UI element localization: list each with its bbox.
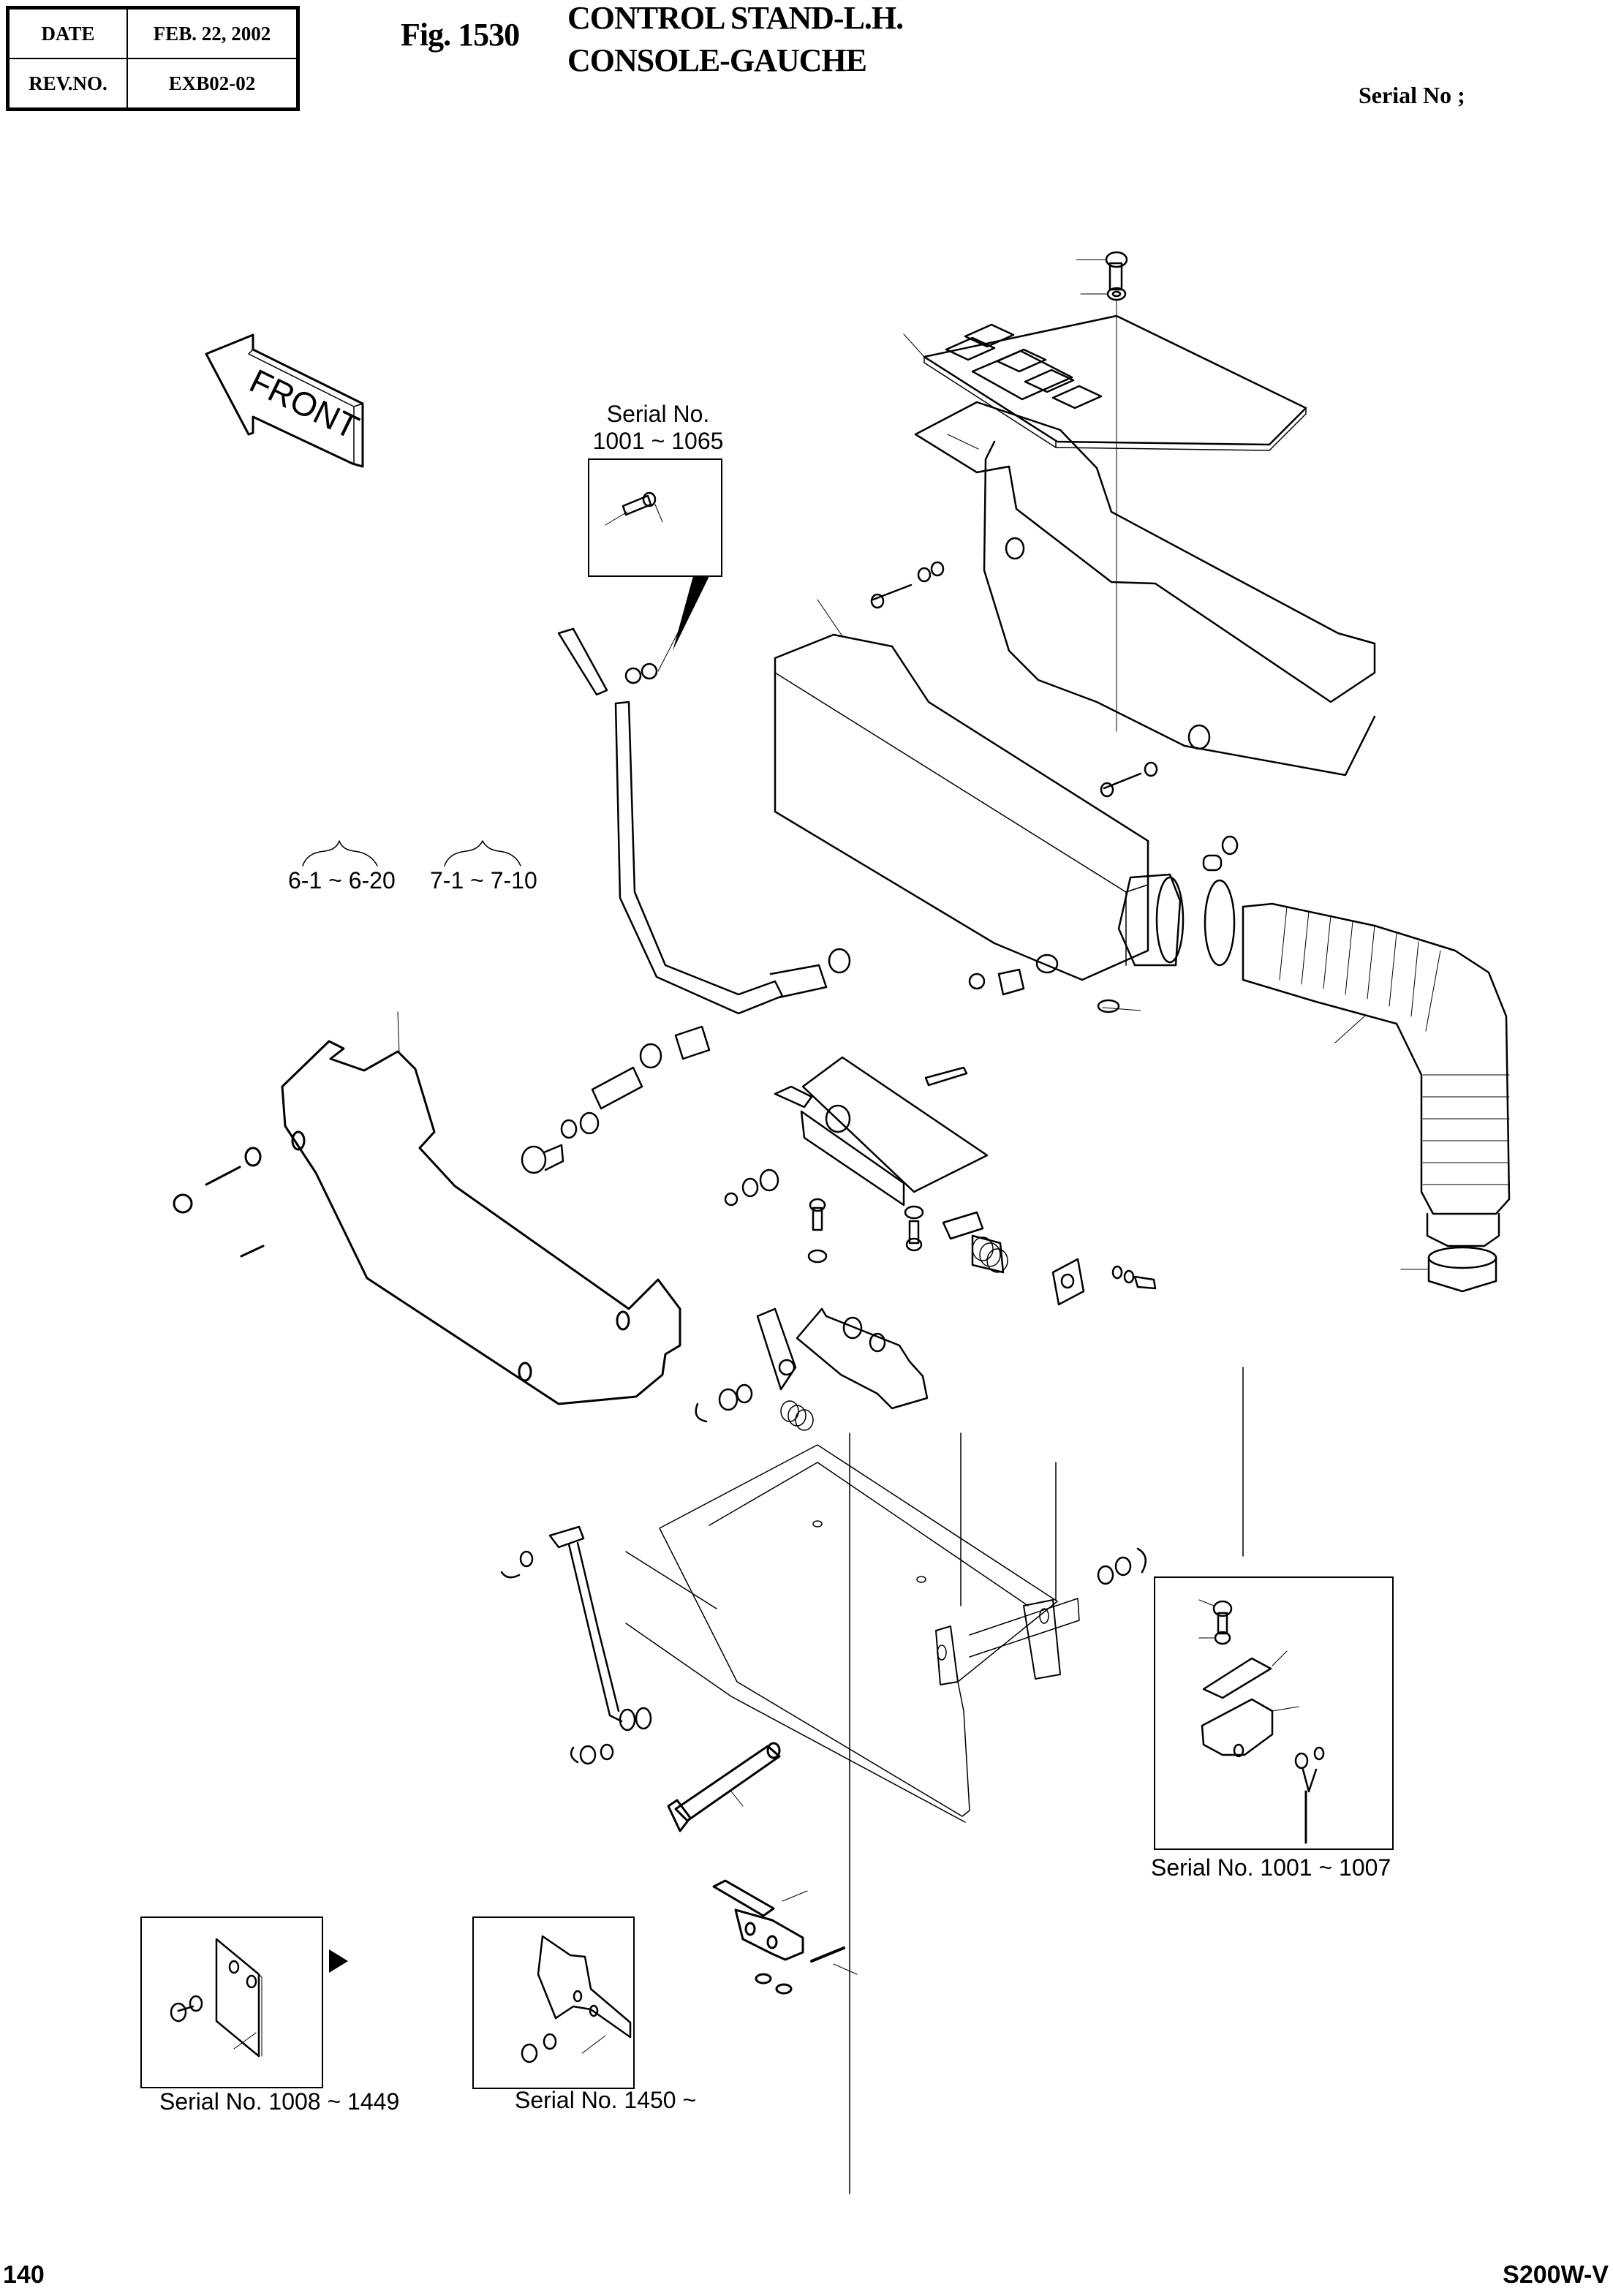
link-rod <box>502 1527 651 1764</box>
top-bolt <box>1076 252 1127 731</box>
page-number: 140 <box>3 2261 45 2289</box>
date-value: FEB. 22, 2002 <box>126 7 299 59</box>
air-duct-hose <box>1103 837 1509 1291</box>
inset-frame-screw <box>588 458 722 577</box>
lower-console-box <box>775 600 1148 980</box>
pin-bushing-cluster <box>522 949 1119 1173</box>
group-label-6: 6-1 ~ 6-20 <box>288 867 396 894</box>
switch-panel-plate <box>904 316 1306 450</box>
side-bolt-washers <box>872 562 1157 796</box>
inset-plate-old-parts <box>171 1939 348 2056</box>
inset-switch-parts <box>1199 1600 1323 1843</box>
long-pin-bolt <box>668 1743 779 1831</box>
latch-assembly <box>696 1309 927 1430</box>
inset-top-serial-line2: 1001 ~ 1065 <box>592 428 724 454</box>
right-side-clips <box>1098 1549 1146 1584</box>
rev-value: EXB02-02 <box>126 58 299 110</box>
inset-plate-new-parts <box>522 1936 630 2062</box>
upper-console-cover <box>915 402 1375 775</box>
serial-heading: Serial No ; <box>1359 82 1465 108</box>
control-lever <box>559 614 826 1013</box>
rev-label: REV.NO. <box>7 58 128 110</box>
figure-number: Fig. 1530 <box>401 17 520 53</box>
inset-screw <box>605 493 662 525</box>
machine-model: S200W-V <box>1503 2261 1609 2289</box>
front-arrow-icon: FRONT <box>206 335 365 467</box>
inset-top-serial-label: Serial No. 1001 ~ 1065 <box>585 401 731 455</box>
inset-top-serial-line1: Serial No. <box>606 401 710 427</box>
lever-bracket-assembly <box>775 1057 1155 1304</box>
inset-plate-old-serial-label: Serial No. 1008 ~ 1449 <box>159 2088 400 2115</box>
inset-frame-plate-old <box>140 1917 323 2088</box>
inset-plate-new-serial-label: Serial No. 1450 ~ <box>515 2087 697 2113</box>
micro-switch <box>714 1881 857 1993</box>
figure-title: CONTROL STAND-L.H. CONSOLE-GAUCHE <box>567 0 904 82</box>
inset-pointer-icon <box>673 576 709 651</box>
inset-switch-serial-label: Serial No. 1001 ~ 1007 <box>1151 1854 1391 1881</box>
base-frame <box>626 1367 1243 2194</box>
group-braces <box>303 841 521 866</box>
revision-table: DATE FEB. 22, 2002 REV.NO. EXB02-02 <box>6 6 300 111</box>
group-label-7: 7-1 ~ 7-10 <box>430 867 537 894</box>
inset-arrow-icon <box>329 1949 348 1973</box>
side-cover-panel <box>174 1012 680 1404</box>
figure-title-french: CONSOLE-GAUCHE <box>567 42 867 78</box>
inset-frame-switch <box>1154 1576 1394 1850</box>
figure-title-english: CONTROL STAND-L.H. <box>567 0 904 36</box>
date-label: DATE <box>7 7 128 59</box>
inset-frame-plate-new <box>472 1917 635 2089</box>
bracket-bolts <box>725 1170 923 1262</box>
